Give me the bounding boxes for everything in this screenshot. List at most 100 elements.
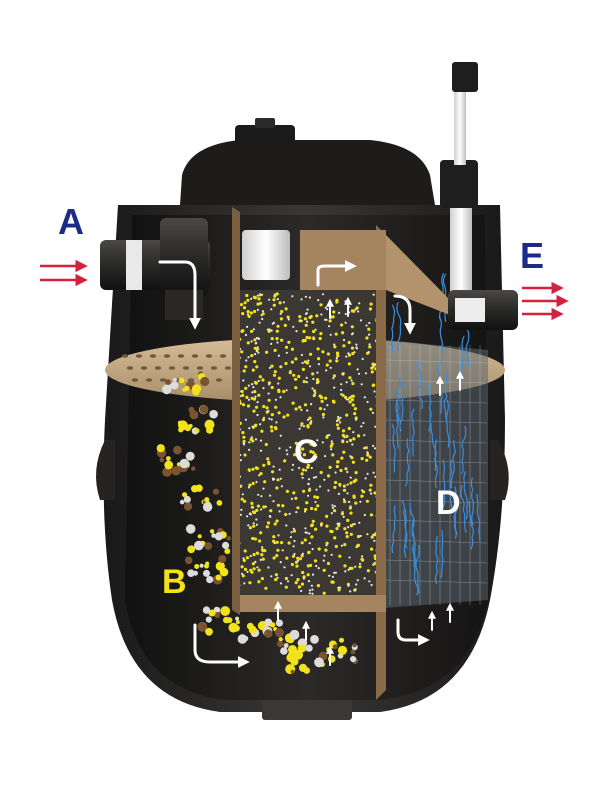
media-particle (342, 429, 345, 432)
media-particle (278, 411, 281, 414)
media-particle (317, 299, 319, 301)
media-particle (360, 535, 362, 537)
media-particle (285, 586, 288, 589)
media-particle (284, 513, 287, 516)
sludge-particle (203, 502, 212, 511)
media-particle (311, 593, 313, 595)
media-particle (313, 495, 316, 498)
media-particle (310, 420, 312, 422)
media-particle (272, 298, 275, 301)
media-particle (272, 500, 274, 502)
media-particle (339, 469, 342, 472)
media-particle (359, 563, 361, 565)
media-particle (351, 398, 354, 401)
media-particle (240, 514, 242, 516)
media-particle (259, 472, 262, 475)
media-particle (260, 495, 262, 497)
media-particle (258, 539, 261, 542)
media-particle (296, 506, 299, 509)
media-particle (354, 407, 357, 410)
sludge-particle (162, 385, 172, 395)
media-particle (320, 471, 323, 474)
media-particle (248, 441, 250, 443)
media-particle (293, 540, 295, 542)
media-particle (282, 415, 285, 418)
media-particle (350, 524, 353, 527)
sludge-particle (165, 379, 171, 385)
media-particle (281, 485, 283, 487)
media-particle (270, 429, 273, 432)
media-particle (351, 352, 354, 355)
media-particle (361, 555, 363, 557)
media-particle (257, 580, 260, 583)
media-particle (334, 481, 337, 484)
media-particle (292, 555, 295, 558)
media-particle (243, 500, 246, 503)
media-particle (292, 374, 295, 377)
media-particle (241, 312, 244, 315)
sludge-particle (182, 492, 187, 497)
media-particle (343, 516, 345, 518)
sludge-particle (194, 541, 204, 551)
media-particle (317, 357, 320, 360)
media-particle (283, 459, 286, 462)
media-particle (359, 501, 361, 503)
media-particle (253, 310, 256, 313)
media-particle (273, 374, 276, 377)
media-particle (372, 445, 374, 447)
sludge-particle (160, 458, 165, 463)
media-particle (301, 583, 304, 586)
media-particle (264, 587, 267, 590)
media-particle (316, 372, 318, 374)
media-particle (351, 443, 353, 445)
media-particle (322, 293, 324, 295)
media-particle (268, 299, 270, 301)
media-particle (251, 506, 254, 509)
media-particle (330, 580, 333, 583)
media-particle (286, 414, 289, 417)
media-particle (344, 467, 347, 470)
sludge-particle (206, 427, 213, 434)
media-particle (346, 441, 348, 443)
media-particle (291, 361, 294, 364)
media-particle (309, 542, 311, 544)
media-particle (259, 423, 261, 425)
media-particle (355, 308, 357, 310)
media-particle (263, 480, 266, 483)
media-particle (357, 368, 359, 370)
media-particle (300, 422, 303, 425)
plate-hole (141, 366, 147, 370)
plate-hole (127, 366, 133, 370)
plate-hole (225, 366, 231, 370)
media-particle (352, 332, 354, 334)
media-particle (304, 403, 307, 406)
media-particle (243, 306, 246, 309)
media-particle (242, 379, 244, 381)
media-particle (255, 481, 257, 483)
media-particle (323, 592, 326, 595)
sludge-particle (203, 570, 210, 577)
media-particle (365, 459, 368, 462)
sludge-particle (339, 638, 344, 643)
sludge-particle (166, 456, 171, 461)
sludge-particle (279, 637, 283, 641)
media-particle (325, 436, 328, 439)
media-particle (334, 505, 336, 507)
media-particle (273, 478, 275, 480)
media-particle (365, 324, 367, 326)
media-particle (348, 569, 350, 571)
media-particle (253, 338, 256, 341)
media-particle (319, 407, 322, 410)
media-particle (299, 428, 301, 430)
media-particle (366, 500, 369, 503)
media-particle (253, 522, 255, 524)
sludge-particle (210, 529, 214, 533)
media-particle (270, 308, 272, 310)
media-particle (347, 352, 349, 354)
media-particle (307, 309, 309, 311)
media-particle (354, 502, 357, 505)
media-particle (327, 352, 330, 355)
media-particle (338, 555, 341, 558)
media-particle (371, 370, 374, 373)
sludge-particle (264, 629, 272, 637)
